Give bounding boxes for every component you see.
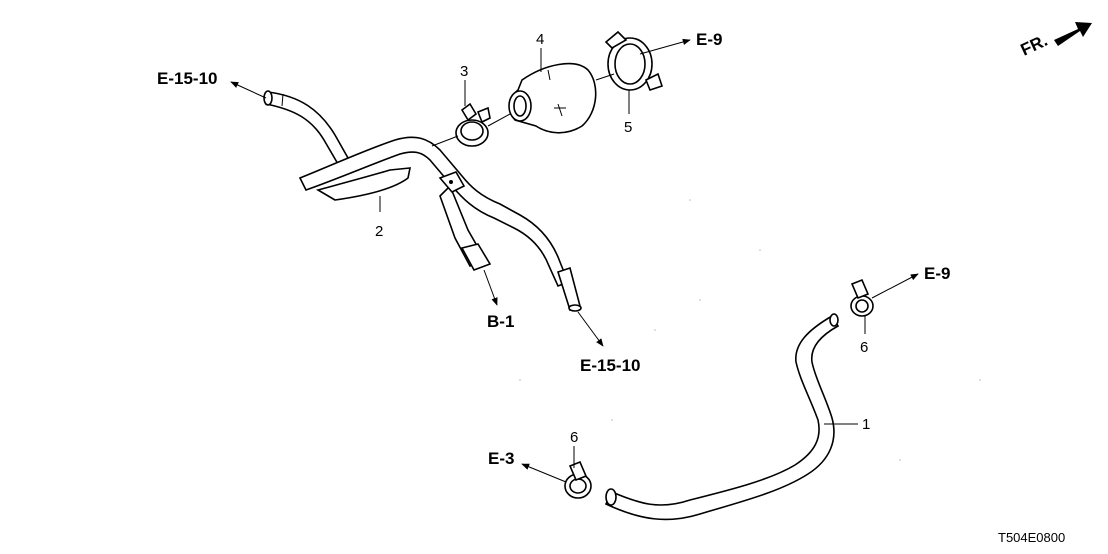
arrow-to-e3: [521, 463, 567, 483]
part-number-6-upper: 6: [860, 339, 868, 356]
arrow-to-e9-top: [639, 38, 691, 55]
part-number-4: 4: [536, 31, 544, 48]
part-number-3: 3: [460, 63, 468, 80]
arrow-to-e15-10-bottom: [577, 311, 604, 347]
part-6-clamp-lower: [564, 460, 592, 499]
part-number-1: 1: [862, 416, 870, 433]
ref-e9-right[interactable]: E-9: [924, 264, 950, 283]
ref-e15-10-top[interactable]: E-15-10: [157, 69, 217, 88]
leader-lines: [379, 48, 866, 468]
front-label: FR.: [1018, 31, 1051, 60]
part-1-hose: [604, 313, 840, 521]
reference-arrows: [230, 38, 919, 483]
part-number-6-lower: 6: [570, 429, 578, 446]
background-specks: [519, 199, 981, 461]
part-3-clamp: [455, 102, 491, 147]
part-2-breather-pipe: [263, 90, 582, 312]
front-arrow-icon: [1054, 22, 1092, 46]
arrow-to-b1: [483, 269, 498, 306]
ref-e3[interactable]: E-3: [488, 449, 514, 468]
part-number-5: 5: [624, 119, 632, 136]
part-5-clamp: [604, 30, 664, 91]
part-4-coupler: [508, 62, 597, 134]
part-number-2: 2: [375, 223, 383, 240]
front-direction-indicator: FR.: [1018, 22, 1092, 60]
ref-e9-top[interactable]: E-9: [696, 30, 722, 49]
part-6-clamp-upper: [850, 278, 874, 317]
arrow-to-e9-right: [871, 273, 919, 299]
ref-e15-10-bottom[interactable]: E-15-10: [580, 356, 640, 375]
diagram-code: T504E0800: [998, 530, 1065, 545]
ref-b1[interactable]: B-1: [487, 312, 514, 331]
arrow-to-e15-10-top: [230, 81, 267, 99]
